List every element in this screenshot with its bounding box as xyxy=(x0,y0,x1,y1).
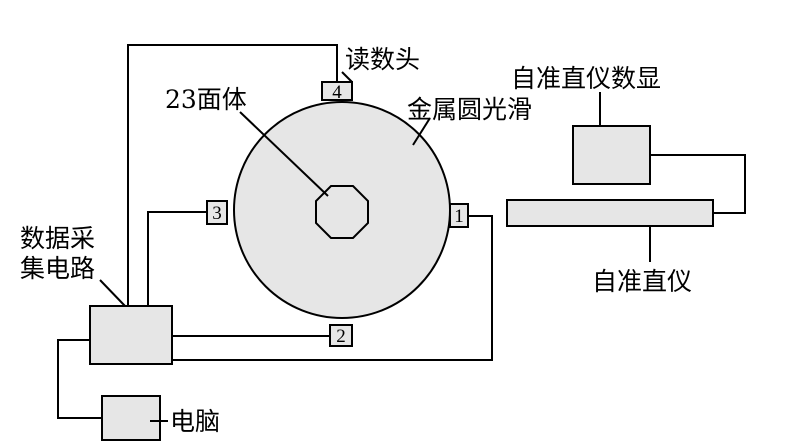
wire-daq-computer xyxy=(57,339,102,419)
autocollimator-label: 自准直仪 xyxy=(592,267,692,296)
data-acquisition-box xyxy=(89,305,173,365)
wire-head3-daq xyxy=(147,211,207,306)
leader-polyhedron xyxy=(239,111,329,197)
reading-head-1 xyxy=(449,203,469,228)
reading-head-3 xyxy=(206,200,228,225)
reading-head-label: 读数头 xyxy=(345,45,420,74)
leader-metal-disc xyxy=(412,117,431,146)
computer-label: 电脑 xyxy=(170,407,220,436)
computer-box xyxy=(101,395,161,441)
wire-head1-daq xyxy=(172,215,493,361)
autocollimator-display-label: 自准直仪数显 xyxy=(511,64,661,93)
wire-display-autocollimator xyxy=(650,154,746,214)
polyhedron-label: 23面体 xyxy=(165,85,247,114)
daq-label-line1: 数据采 xyxy=(20,224,95,253)
wire-head4-daq xyxy=(127,44,338,306)
leader-reading-head xyxy=(341,71,353,83)
metal-disc-label: 金属圆光滑 xyxy=(407,95,532,124)
reading-head-4-label: 4 xyxy=(332,82,342,103)
autocollimator-display-box xyxy=(572,125,651,185)
reading-head-2-label: 2 xyxy=(336,326,346,347)
reading-head-4 xyxy=(321,81,353,101)
autocollimator-bar xyxy=(506,199,714,227)
leader-daq xyxy=(99,279,126,307)
daq-label-line2: 集电路 xyxy=(20,254,95,283)
reading-head-3-label: 3 xyxy=(212,203,222,224)
reading-head-2 xyxy=(329,324,353,347)
polyhedron-23 xyxy=(315,185,369,239)
reading-head-1-label: 1 xyxy=(454,206,464,227)
